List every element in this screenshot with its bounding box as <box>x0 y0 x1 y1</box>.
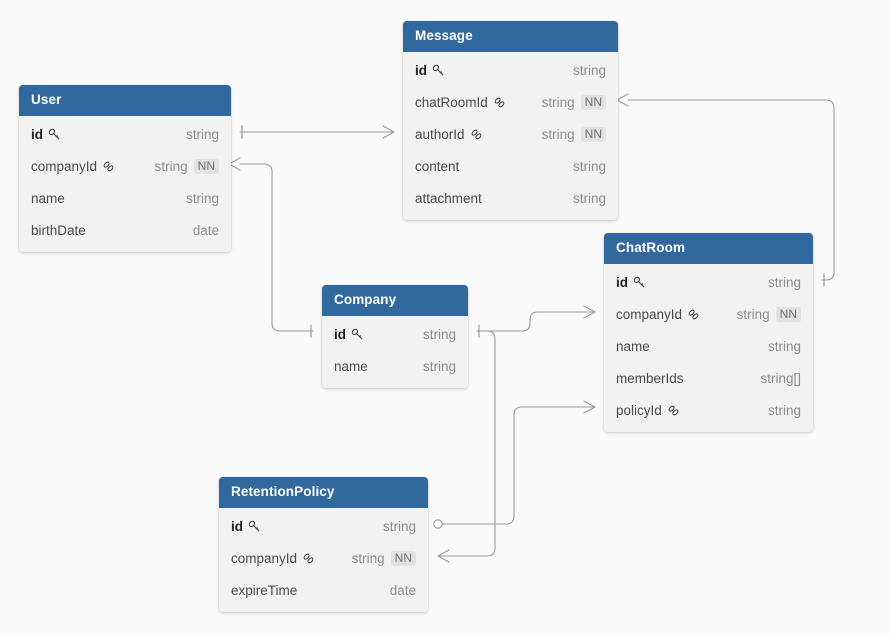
entity-company[interactable]: Company id string name string <box>322 285 468 388</box>
field-name: companyId <box>616 306 683 322</box>
field-name: name <box>31 190 65 206</box>
entity-company-title: Company <box>322 285 468 316</box>
field-type: date <box>389 582 416 598</box>
link-icon <box>470 128 483 141</box>
field-name: birthDate <box>31 222 86 238</box>
field-type: string <box>572 190 606 206</box>
field-name: id <box>334 326 346 342</box>
not-null-badge: NN <box>775 306 801 322</box>
field-name: id <box>31 126 43 142</box>
field-type: string[] <box>760 370 801 386</box>
not-null-badge: NN <box>193 158 219 174</box>
entity-retentionpolicy-fields: id string companyId string <box>219 508 428 612</box>
field-row[interactable]: id string <box>19 118 231 150</box>
field-row[interactable]: memberIds string[] <box>604 362 813 394</box>
key-icon <box>633 276 646 289</box>
field-name: memberIds <box>616 370 684 386</box>
field-type: date <box>192 222 219 238</box>
field-row[interactable]: companyId string NN <box>19 150 231 182</box>
field-name: companyId <box>231 550 298 566</box>
field-row[interactable]: birthDate date <box>19 214 231 246</box>
field-name: companyId <box>31 158 98 174</box>
not-null-badge: NN <box>390 550 416 566</box>
field-row[interactable]: id string <box>604 266 813 298</box>
entity-message-fields: id string chatRoomId string <box>403 52 618 220</box>
field-name: id <box>616 274 628 290</box>
field-type: string <box>422 326 456 342</box>
field-name: id <box>231 518 243 534</box>
link-icon <box>102 160 115 173</box>
field-name: name <box>334 358 368 374</box>
field-type: string <box>351 550 385 566</box>
field-type: string <box>154 158 188 174</box>
entity-chatroom-fields: id string companyId string <box>604 264 813 432</box>
key-icon <box>48 128 61 141</box>
edge-user-companyid-to-company-id <box>228 157 314 338</box>
field-row[interactable]: name string <box>604 330 813 362</box>
field-type: string <box>541 94 575 110</box>
field-row[interactable]: companyId string NN <box>219 542 428 574</box>
field-type: string <box>185 126 219 142</box>
link-icon <box>302 552 315 565</box>
entity-retentionpolicy[interactable]: RetentionPolicy id string companyId <box>219 477 428 612</box>
edge-retentionpolicy-id-to-chatroom-policyid <box>433 400 596 529</box>
link-icon <box>493 96 506 109</box>
link-icon <box>667 404 680 417</box>
field-row[interactable]: name string <box>322 350 468 382</box>
entity-chatroom-title: ChatRoom <box>604 233 813 264</box>
entity-user-fields: id string companyId string <box>19 116 231 252</box>
edge-company-id-to-chatroom-companyid <box>476 305 596 338</box>
field-row[interactable]: companyId string NN <box>604 298 813 330</box>
entity-message-title: Message <box>403 21 618 52</box>
field-type: string <box>767 274 801 290</box>
field-name: name <box>616 338 650 354</box>
entity-user-title: User <box>19 85 231 116</box>
field-row[interactable]: policyId string <box>604 394 813 426</box>
field-type: string <box>422 358 456 374</box>
field-name: id <box>415 62 427 78</box>
entity-company-fields: id string name string <box>322 316 468 388</box>
field-name: expireTime <box>231 582 298 598</box>
field-type: string <box>541 126 575 142</box>
link-icon <box>687 308 700 321</box>
entity-message[interactable]: Message id string chatRoomId <box>403 21 618 220</box>
field-type: string <box>767 338 801 354</box>
field-name: authorId <box>415 126 465 142</box>
key-icon <box>432 64 445 77</box>
entity-retentionpolicy-title: RetentionPolicy <box>219 477 428 508</box>
key-icon <box>351 328 364 341</box>
field-row[interactable]: id string <box>219 510 428 542</box>
field-name: attachment <box>415 190 482 206</box>
entity-user[interactable]: User id string companyId <box>19 85 231 252</box>
field-name: policyId <box>616 402 662 418</box>
field-row[interactable]: authorId string NN <box>403 118 618 150</box>
field-type: string <box>767 402 801 418</box>
not-null-badge: NN <box>580 126 606 142</box>
field-row[interactable]: id string <box>403 54 618 86</box>
field-row[interactable]: content string <box>403 150 618 182</box>
field-name: content <box>415 158 460 174</box>
entity-chatroom[interactable]: ChatRoom id string companyId <box>604 233 813 432</box>
field-name: chatRoomId <box>415 94 488 110</box>
field-type: string <box>736 306 770 322</box>
field-type: string <box>572 158 606 174</box>
field-type: string <box>382 518 416 534</box>
not-null-badge: NN <box>580 94 606 110</box>
field-type: string <box>572 62 606 78</box>
edge-user-id-to-message-authorid <box>239 125 395 139</box>
field-row[interactable]: name string <box>19 182 231 214</box>
field-type: string <box>185 190 219 206</box>
field-row[interactable]: expireTime date <box>219 574 428 606</box>
field-row[interactable]: attachment string <box>403 182 618 214</box>
field-row[interactable]: id string <box>322 318 468 350</box>
field-row[interactable]: chatRoomId string NN <box>403 86 618 118</box>
key-icon <box>248 520 261 533</box>
